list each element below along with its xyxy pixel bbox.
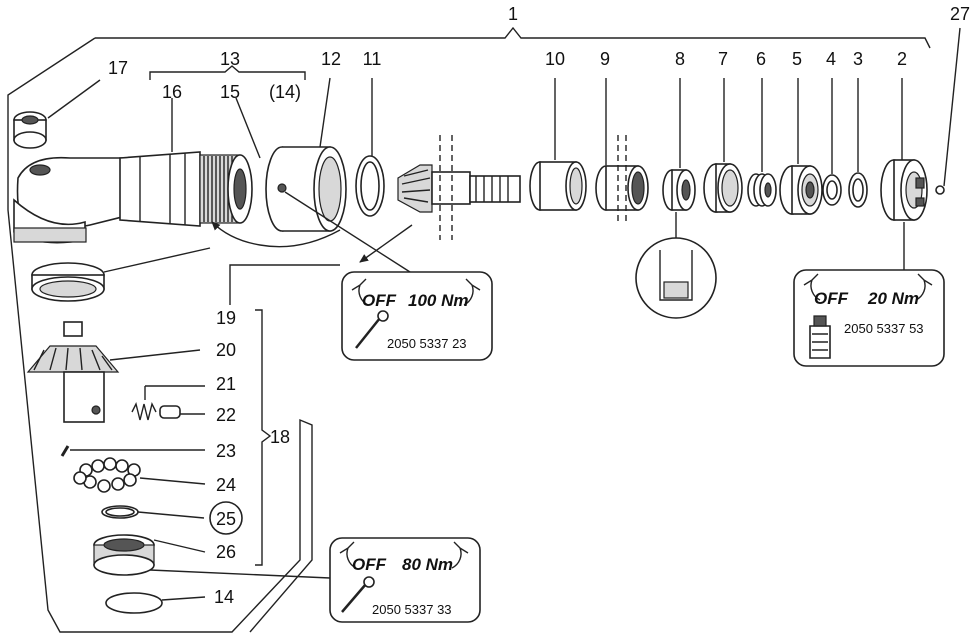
part-20-bevel-pinion bbox=[26, 321, 201, 423]
label-3: 3 bbox=[853, 49, 863, 69]
label-10: 10 bbox=[545, 49, 565, 69]
label-8: 8 bbox=[675, 49, 685, 69]
tighten-arrow-icon bbox=[463, 278, 481, 306]
loosen-arrow-icon bbox=[803, 273, 821, 301]
part-12-ring-nut bbox=[265, 77, 347, 232]
label-17: 17 bbox=[108, 58, 128, 78]
box-100-off: OFF bbox=[362, 291, 397, 310]
torque-wrench-icon bbox=[341, 576, 375, 613]
label-26: 26 bbox=[216, 542, 236, 562]
group-1-bracket bbox=[7, 26, 931, 135]
part-10-sleeve bbox=[529, 78, 587, 211]
assembly-arrow bbox=[211, 221, 341, 248]
part-23-pin bbox=[60, 445, 205, 457]
part-11-o-ring bbox=[355, 78, 385, 217]
box-20-off: OFF bbox=[814, 289, 849, 308]
label-24: 24 bbox=[216, 475, 236, 495]
box-20-torque: 20 Nm bbox=[867, 289, 919, 308]
part-5-ball-bearing bbox=[779, 78, 823, 215]
part-14-circlip bbox=[105, 592, 206, 614]
label-5: 5 bbox=[792, 49, 802, 69]
torque-box-100nm: OFF 100 Nm 2050 5337 23 bbox=[341, 271, 493, 361]
box-80-torque: 80 Nm bbox=[402, 555, 453, 574]
part-14-ring-upper bbox=[31, 247, 211, 302]
label-22: 22 bbox=[216, 405, 236, 425]
part-8-bushing bbox=[635, 78, 717, 319]
label-7: 7 bbox=[718, 49, 728, 69]
box-80-off: OFF bbox=[352, 555, 387, 574]
part-16-angle-housing bbox=[13, 97, 261, 244]
torque-wrench-icon bbox=[355, 310, 389, 349]
part-3-retaining-ring bbox=[848, 78, 868, 208]
label-13: 13 bbox=[220, 49, 240, 69]
tighten-arrow-icon bbox=[451, 541, 469, 569]
box-100-torque: 100 Nm bbox=[408, 291, 468, 310]
part-21-spring bbox=[131, 385, 205, 421]
label-18: 18 bbox=[270, 427, 290, 447]
label-23: 23 bbox=[216, 441, 236, 461]
part-25-o-ring bbox=[101, 501, 243, 535]
loosen-arrow-icon bbox=[351, 278, 369, 306]
part-19-bevel-gear-shaft bbox=[359, 135, 521, 263]
label-12: 12 bbox=[321, 49, 341, 69]
label-20: 20 bbox=[216, 340, 236, 360]
part-9-bearing-sleeve bbox=[595, 78, 649, 225]
loosen-arrow-icon bbox=[339, 541, 357, 569]
label-1: 1 bbox=[508, 4, 518, 24]
label-25: 25 bbox=[216, 509, 236, 529]
part-number-labels: 1 2 3 4 5 6 7 8 9 10 11 12 13 (14) 15 16… bbox=[108, 4, 970, 607]
torque-box-20nm: OFF 20 Nm 2050 5337 53 bbox=[793, 269, 945, 367]
leader-box-100 bbox=[284, 191, 411, 273]
label-14-paren: (14) bbox=[269, 82, 301, 102]
box-20-part-number: 2050 5337 53 bbox=[844, 321, 924, 336]
part-4-washer bbox=[822, 78, 842, 206]
label-11: 11 bbox=[363, 49, 382, 69]
group-18-bracket bbox=[255, 309, 272, 566]
part-6-spring-washers bbox=[747, 78, 777, 207]
box-100-part-number: 2050 5337 23 bbox=[387, 336, 467, 351]
part-17-nut bbox=[13, 79, 101, 149]
label-14: 14 bbox=[214, 587, 234, 607]
label-4: 4 bbox=[826, 49, 836, 69]
label-9: 9 bbox=[600, 49, 610, 69]
part-24-balls bbox=[73, 457, 206, 493]
label-16: 16 bbox=[162, 82, 182, 102]
label-21: 21 bbox=[216, 374, 236, 394]
leader-19 bbox=[229, 264, 340, 305]
torque-box-80nm: OFF 80 Nm 2050 5337 33 bbox=[329, 537, 481, 623]
label-27: 27 bbox=[950, 4, 970, 24]
part-22-pin bbox=[159, 405, 205, 419]
label-2: 2 bbox=[897, 49, 907, 69]
tighten-arrow-icon bbox=[915, 273, 933, 301]
angle-head-outline bbox=[7, 135, 313, 633]
label-15: 15 bbox=[220, 82, 240, 102]
label-6: 6 bbox=[756, 49, 766, 69]
part-7-bearing-cup bbox=[703, 78, 743, 213]
hand-wrench-icon bbox=[809, 315, 831, 359]
box-80-part-number: 2050 5337 33 bbox=[372, 602, 452, 617]
group-13-bracket bbox=[149, 65, 306, 80]
part-27-ball bbox=[935, 27, 961, 195]
label-19: 19 bbox=[216, 308, 236, 328]
part-2-threaded-cap bbox=[880, 78, 928, 270]
part-26-bearing-nut bbox=[93, 534, 331, 579]
